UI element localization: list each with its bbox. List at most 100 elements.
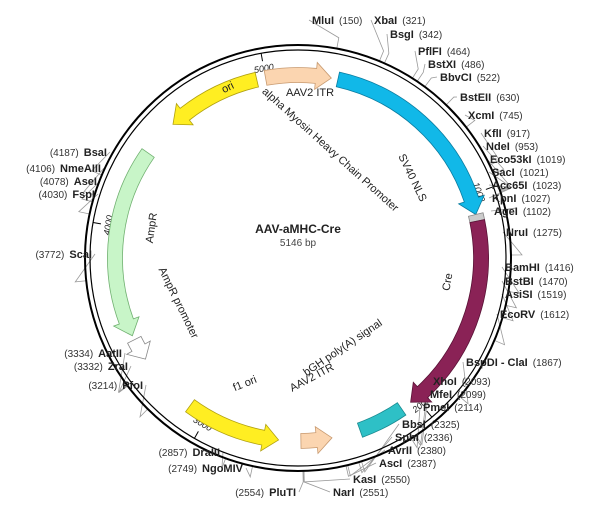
- site-pflfi[interactable]: PflFI (464): [418, 46, 470, 58]
- feature-ampr-promoter[interactable]: [125, 335, 151, 360]
- site-sphi[interactable]: SphI (2336): [395, 432, 453, 444]
- site-leader-pluti: [298, 470, 304, 493]
- site-position: (3332): [74, 362, 103, 373]
- site-name: BstXI: [428, 59, 456, 71]
- site-nari[interactable]: NarI(2551): [333, 487, 388, 499]
- site-name: BsaI: [84, 147, 107, 159]
- site-bsteii[interactable]: BstEII(630): [460, 92, 520, 104]
- site-pmei[interactable]: PmeI(2114): [423, 402, 482, 414]
- site-name: PflFI: [418, 46, 442, 58]
- site-asei[interactable]: AseI(4078): [40, 176, 97, 188]
- site-position: (1275): [533, 228, 562, 239]
- site-mlui[interactable]: MluI(150): [312, 15, 362, 27]
- site-scai[interactable]: ScaI(3772): [35, 249, 92, 261]
- site-pluti[interactable]: PluTI(2554): [235, 487, 296, 499]
- feature-label-f1-ori: f1 ori: [231, 374, 258, 394]
- site-mfei[interactable]: MfeI(2099): [430, 389, 486, 401]
- site-position: (464): [447, 47, 470, 58]
- site-asci[interactable]: AscI(2387): [379, 458, 436, 470]
- site-ndei[interactable]: NdeI(953): [486, 141, 538, 153]
- site-leader-bstbi: [501, 280, 518, 309]
- site-leader-bsai: [90, 151, 111, 176]
- site-name: ScaI: [69, 249, 92, 261]
- site-eco53ki[interactable]: Eco53kI(1019): [490, 154, 566, 166]
- site-pfoi[interactable]: PfoI (3214): [88, 380, 143, 392]
- site-kasi[interactable]: KasI(2550): [353, 474, 410, 486]
- site-name: MfeI: [430, 389, 452, 401]
- site-leader-avrii: [347, 449, 386, 477]
- feature-alpha-myosin-promoter[interactable]: [335, 71, 485, 216]
- site-zrai[interactable]: ZraI (3332): [74, 361, 128, 373]
- site-position: (1023): [532, 181, 561, 192]
- feature-label-alpha-myosin-promoter: alpha Myosin Heavy Chain Promoter: [259, 86, 400, 215]
- site-draiii[interactable]: DraIII(2857): [159, 447, 220, 459]
- tick-mark-1000: [485, 186, 494, 190]
- site-position: (2336): [424, 433, 453, 444]
- site-name: PluTI: [269, 487, 296, 499]
- site-position: (3334): [64, 349, 93, 360]
- site-name: Acc65I: [492, 180, 527, 192]
- site-position: (2380): [417, 446, 446, 457]
- site-name: XbaI: [374, 15, 397, 27]
- site-agei[interactable]: AgeI(1102): [494, 206, 551, 218]
- feature-ampr[interactable]: [107, 148, 155, 337]
- site-leader-pmei: [410, 406, 421, 449]
- site-leader-bsteii: [445, 96, 458, 106]
- site-ecorv[interactable]: EcoRV(1612): [500, 309, 569, 321]
- site-nmeaiii[interactable]: NmeAIII(4106): [26, 163, 101, 175]
- site-leader-acc65i: [488, 184, 511, 192]
- site-fspi[interactable]: FspI(4030): [38, 189, 95, 201]
- site-bstbi[interactable]: BstBI(1470): [505, 276, 568, 288]
- site-leader-saci: [488, 171, 512, 191]
- site-bsai[interactable]: BsaI(4187): [50, 147, 107, 159]
- feature-bgh-polya[interactable]: [356, 402, 407, 438]
- site-nrui[interactable]: NruI(1275): [506, 227, 562, 239]
- plasmid-title: AAV-aMHC-Cre: [255, 222, 341, 236]
- site-asisi[interactable]: AsiSI(1519): [505, 289, 566, 301]
- site-position: (2093): [462, 377, 491, 388]
- site-kpni[interactable]: KpnI(1027): [492, 193, 550, 205]
- feature-f1-ori[interactable]: [185, 399, 280, 452]
- site-leader-bamhi: [501, 266, 521, 294]
- site-kfli[interactable]: KflI(917): [484, 128, 530, 140]
- site-leader-scai: [74, 253, 96, 283]
- site-name: BamHI: [505, 262, 540, 274]
- site-bamhi[interactable]: BamHI (1416): [505, 262, 574, 274]
- site-aatii[interactable]: AatII(3334): [64, 348, 122, 360]
- site-name: PmeI: [423, 402, 449, 414]
- site-leader-xbai: [370, 19, 384, 62]
- feature-ori[interactable]: [172, 71, 259, 126]
- feature-cre[interactable]: [410, 219, 489, 403]
- restriction-site-labels: MluI(150)XbaI(321)BsgI(342)PflFI(464)Bst…: [26, 15, 574, 499]
- site-bstxi[interactable]: BstXI(486): [428, 59, 484, 71]
- site-acc65i[interactable]: Acc65I (1023): [492, 180, 561, 192]
- site-avrii[interactable]: AvrII(2380): [388, 445, 446, 457]
- site-bbvci[interactable]: BbvCI (522): [440, 72, 500, 84]
- site-xbai[interactable]: XbaI(321): [374, 15, 426, 27]
- site-leader-mlui: [308, 19, 340, 49]
- site-name: ZraI: [108, 361, 128, 373]
- site-position: (917): [507, 129, 530, 140]
- site-leader-bbsi: [361, 423, 400, 473]
- site-bbsi[interactable]: BbsI(2325): [402, 419, 460, 431]
- site-name: PfoI: [122, 380, 143, 392]
- site-position: (1019): [537, 155, 566, 166]
- site-ngomiv[interactable]: NgoMIV(2749): [168, 463, 244, 475]
- site-bspdi-clai[interactable]: BspDI - ClaI(1867): [466, 357, 562, 369]
- site-position: (3214): [88, 381, 117, 392]
- site-name: BbvCI: [440, 72, 472, 84]
- site-position: (1416): [545, 263, 574, 274]
- site-xhoi[interactable]: XhoI (2093): [433, 376, 491, 388]
- site-saci[interactable]: SacI(1021): [492, 167, 549, 179]
- site-xcmi[interactable]: XcmI(745): [468, 110, 523, 122]
- site-position: (4078): [40, 177, 69, 188]
- site-position: (4106): [26, 164, 55, 175]
- site-name: XhoI: [433, 376, 457, 388]
- feature-aav2-itr-2[interactable]: [300, 425, 333, 455]
- site-bsgi[interactable]: BsgI(342): [390, 29, 442, 41]
- site-name: SphI: [395, 432, 419, 444]
- site-position: (522): [477, 73, 500, 84]
- feature-aav2-itr-1[interactable]: [263, 61, 332, 91]
- site-position: (1027): [521, 194, 550, 205]
